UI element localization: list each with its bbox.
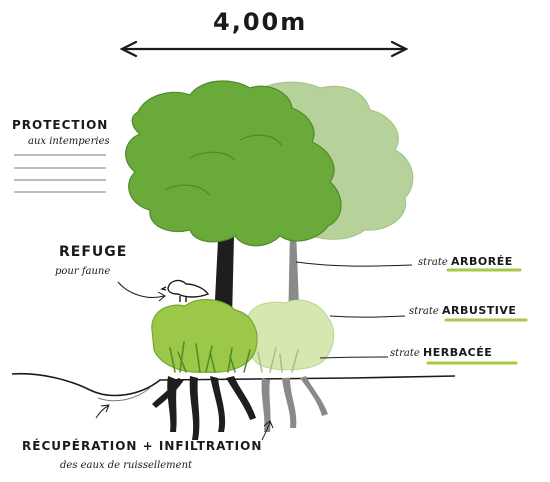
- strate-arbustive-label: strate ARBUSTIVE: [409, 304, 516, 317]
- label-highlights: [426, 268, 528, 365]
- strate-arboree-label: strate ARBORÉE: [418, 255, 513, 268]
- protection-subtitle: aux intemperies: [28, 136, 110, 147]
- strate-prefix: strate: [409, 306, 439, 317]
- recuperation-subtitle: des eaux de ruissellement: [60, 460, 193, 471]
- strate-herbacee-label: strate HERBACÉE: [390, 346, 492, 359]
- protection-title: PROTECTION: [12, 118, 109, 132]
- width-label: 4,00m: [213, 8, 308, 36]
- recuperation-title: RÉCUPÉRATION + INFILTRATION: [22, 439, 263, 453]
- refuge-subtitle: pour faune: [55, 266, 111, 277]
- wind-lines: [14, 154, 106, 193]
- roots: [152, 376, 328, 440]
- front-shrub: [151, 299, 258, 373]
- ground-line: [11, 372, 456, 402]
- back-shrub: [244, 299, 335, 371]
- strate-arboree-name: ARBORÉE: [451, 255, 513, 268]
- width-dimension-arrow: [119, 40, 409, 58]
- herbaceous-grass: [169, 341, 299, 373]
- front-tree-canopy: [125, 80, 342, 247]
- refuge-title: REFUGE: [59, 244, 128, 260]
- bird-icon: [159, 279, 210, 302]
- strate-prefix: strate: [418, 257, 448, 268]
- strate-arbustive-name: ARBUSTIVE: [442, 304, 517, 317]
- strate-prefix: strate: [390, 348, 420, 359]
- strate-herbacee-name: HERBACÉE: [423, 346, 493, 359]
- leader-lines: [95, 261, 413, 441]
